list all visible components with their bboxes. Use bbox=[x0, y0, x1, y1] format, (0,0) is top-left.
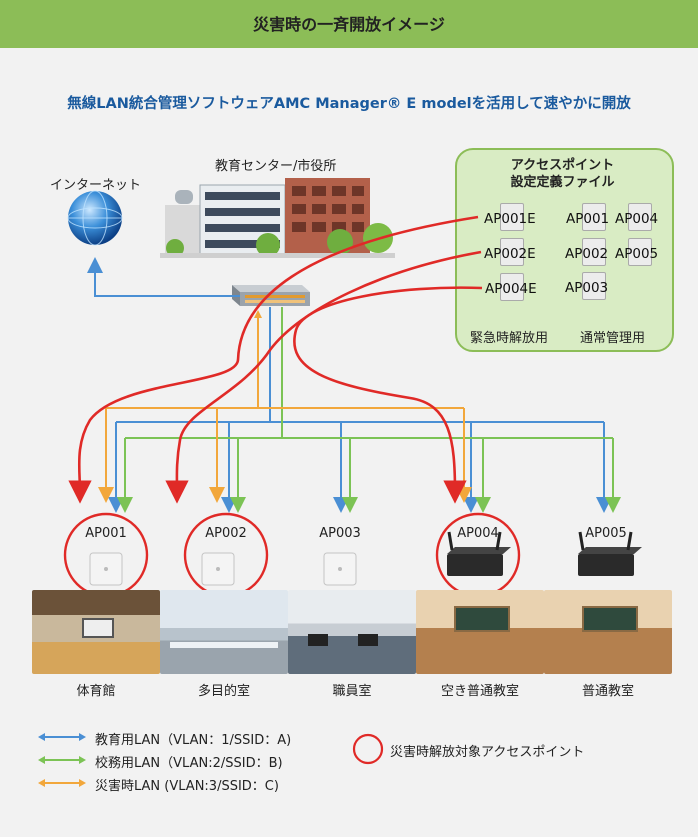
file-icon bbox=[500, 203, 524, 231]
legend-disaster-arrow bbox=[38, 779, 86, 787]
file-ap005: AP005 bbox=[615, 246, 659, 262]
room-label-classroom: 普通教室 bbox=[581, 684, 634, 699]
room-label-empty-classroom: 空き普通教室 bbox=[440, 684, 519, 699]
ap-label-ap005: AP005 bbox=[585, 526, 627, 541]
room-photo-staff-room bbox=[288, 590, 416, 674]
file-ap001e: AP001E bbox=[484, 211, 536, 227]
legend-disaster-lan: 災害時LAN (VLAN:3/SSID：C) bbox=[95, 779, 279, 794]
file-icon bbox=[582, 203, 606, 231]
room-photo-classroom bbox=[544, 590, 672, 674]
legend-highlight-circle bbox=[352, 733, 384, 765]
file-icon bbox=[628, 238, 652, 266]
config-title-line1: アクセスポイント bbox=[510, 158, 615, 173]
access-point-ceiling-icon bbox=[201, 552, 235, 586]
file-icon bbox=[500, 273, 524, 301]
internet-label: インターネット bbox=[50, 178, 142, 193]
legend-admin-lan: 校務用LAN（VLAN:2/SSID：B) bbox=[95, 756, 283, 771]
center-label: 教育センター/市役所 bbox=[215, 159, 337, 174]
legend-highlight-note: 災害時解放対象アクセスポイント bbox=[390, 745, 585, 760]
file-ap001: AP001 bbox=[566, 211, 610, 227]
network-switch-icon bbox=[232, 285, 310, 306]
subtitle: 無線LAN統合管理ソフトウェアAMC Manager® E modelを活用して… bbox=[67, 96, 631, 112]
legend-edu-arrow bbox=[38, 733, 86, 741]
file-icon bbox=[628, 203, 652, 231]
access-point-box-icon bbox=[578, 531, 642, 576]
access-point-box-icon bbox=[447, 531, 511, 576]
internet-globe-icon bbox=[67, 190, 123, 246]
ap-label-ap003: AP003 bbox=[319, 526, 361, 541]
emergency-caption: 緊急時解放用 bbox=[470, 331, 549, 346]
room-photo-gym bbox=[32, 590, 160, 674]
normal-caption: 通常管理用 bbox=[580, 331, 646, 346]
access-point-ceiling-icon bbox=[323, 552, 357, 586]
config-file-title: アクセスポイント 設定定義ファイル bbox=[455, 157, 670, 191]
room-photo-empty-classroom bbox=[416, 590, 544, 674]
file-ap002: AP002 bbox=[565, 246, 609, 262]
ap-label-ap001: AP001 bbox=[85, 526, 127, 541]
access-point-ceiling-icon bbox=[89, 552, 123, 586]
file-ap004: AP004 bbox=[615, 211, 659, 227]
file-ap004e: AP004E bbox=[485, 281, 537, 297]
ap-label-ap002: AP002 bbox=[205, 526, 247, 541]
legend-edu-lan: 教育用LAN（VLAN：1/SSID：A) bbox=[95, 733, 292, 748]
file-icon bbox=[582, 272, 606, 300]
file-ap003: AP003 bbox=[565, 280, 609, 296]
room-label-multipurpose: 多目的室 bbox=[197, 684, 250, 699]
legend-admin-arrow bbox=[38, 756, 86, 764]
file-icon bbox=[500, 238, 524, 266]
room-photo-multipurpose bbox=[160, 590, 288, 674]
room-label-gym: 体育館 bbox=[76, 684, 116, 699]
config-title-line2: 設定定義ファイル bbox=[510, 175, 615, 190]
file-icon bbox=[582, 238, 606, 266]
page-title: 災害時の一斉開放イメージ bbox=[0, 0, 698, 48]
ap-label-ap004: AP004 bbox=[457, 526, 499, 541]
file-ap002e: AP002E bbox=[484, 246, 536, 262]
room-label-staff-room: 職員室 bbox=[332, 684, 372, 699]
